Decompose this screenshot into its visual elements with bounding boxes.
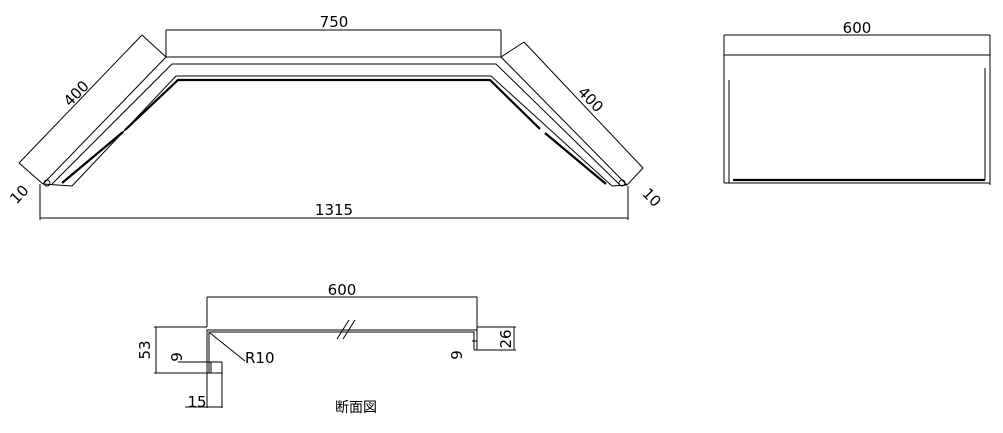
plan-outline [42,56,628,187]
dim-label-side-width: 600 [843,19,872,37]
dim-label-left: 400 [60,77,93,110]
dim-label-flange: 15 [187,393,206,411]
dim-label-right: 400 [574,83,607,116]
dim-right-400: 400 [500,41,644,186]
dim-label-left-height: 53 [136,340,154,359]
dim-label-right-inner: 9 [448,350,466,360]
dim-label-section-width: 600 [328,281,357,299]
dim-label-right-height: 26 [497,329,515,348]
dim-label-top: 750 [320,13,349,31]
dim-label-right-lip: 10 [638,184,664,210]
plan-view: 750 400 400 10 10 [6,13,665,220]
dim-label-radius: R10 [245,349,275,367]
dim-label-left-inner: 9 [168,352,186,362]
side-view: 600 [723,19,991,185]
dim-label-left-lip: 10 [6,181,32,207]
section-view: 600 53 9 R10 15 26 9 断面図 [136,281,516,416]
dim-bottom-1315: 1315 [39,184,629,220]
dim-label-bottom: 1315 [315,201,353,219]
section-caption: 断面図 [335,400,377,416]
dim-top-750: 750 [165,13,502,57]
